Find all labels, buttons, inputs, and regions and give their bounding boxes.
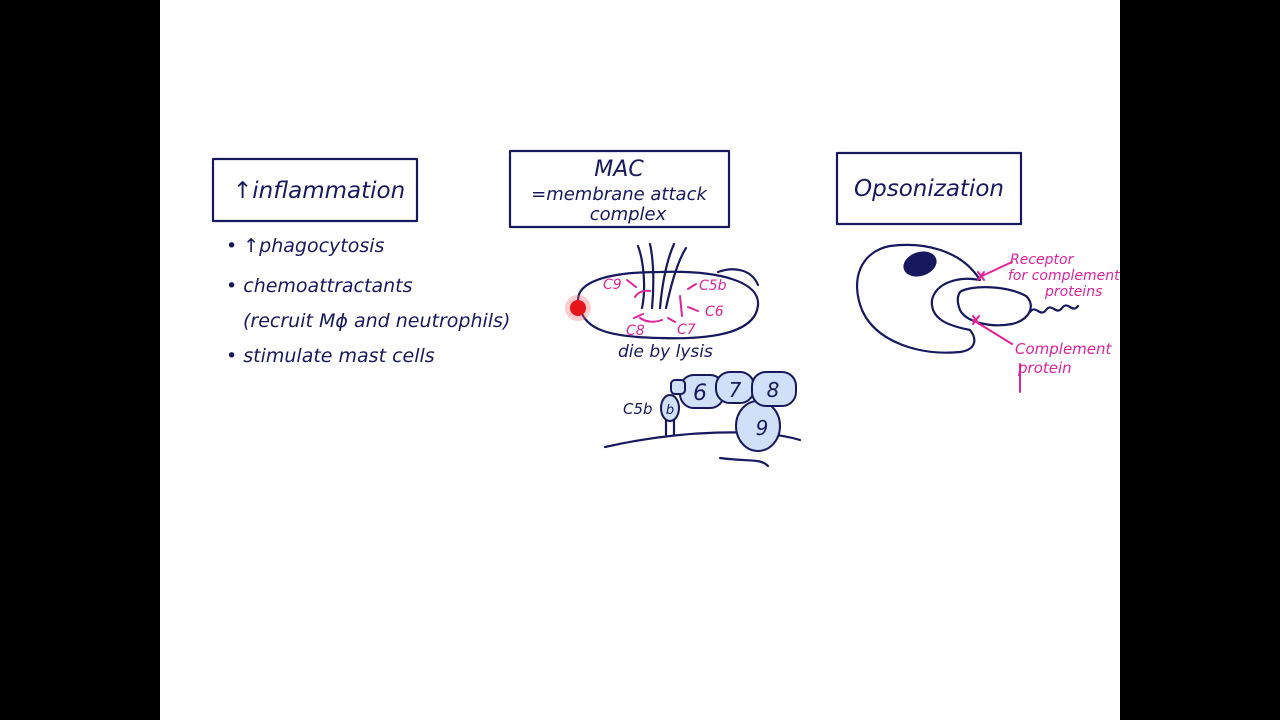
- complex-b-label: b: [666, 403, 674, 418]
- bacterium: [956, 286, 1032, 327]
- mac-pore-line-2: [648, 242, 655, 310]
- mac-title: MAC: [594, 157, 644, 182]
- opsonization-section: Opsonization Receptor for complement pro…: [835, 151, 1120, 393]
- mac-pore-line-3: [658, 242, 676, 310]
- bacterium-flagellum: [1028, 304, 1080, 314]
- complex-c5b-label: C5b: [623, 400, 653, 418]
- mac-pink-arc-top: [634, 289, 651, 298]
- mac-label-c5b: C5b: [699, 278, 727, 294]
- inflammation-section: ↑inflammation • ↑phagocytosis • chemoatt…: [211, 157, 510, 367]
- receptor-label-line3: proteins: [1044, 284, 1102, 300]
- mac-label-c8: C8: [626, 323, 645, 339]
- mac-caption: die by lysis: [618, 342, 713, 362]
- mac-c8-pointer: [633, 313, 644, 319]
- bullet-phagocytosis: • ↑phagocytosis: [226, 235, 385, 257]
- mac-label-c9: C9: [603, 277, 622, 293]
- complex-7-label: 7: [729, 378, 742, 402]
- complex-8-label: 8: [767, 378, 780, 402]
- mac-label-c6: C6: [705, 304, 724, 320]
- whiteboard-drawing: ↑inflammation • ↑phagocytosis • chemoatt…: [211, 149, 1120, 468]
- bullet-recruit: (recruit Mϕ and neutrophils): [243, 310, 510, 332]
- complex-membrane-top: [603, 431, 802, 449]
- bullet-chemoattractants: • chemoattractants: [226, 275, 413, 297]
- mac-subtitle-line2: complex: [590, 204, 667, 225]
- mac-box: [508, 149, 731, 229]
- receptor-mark: [977, 271, 985, 281]
- mac-c6-pointer: [687, 306, 699, 312]
- mac-pink-bar: [679, 295, 683, 317]
- complement-label-line1: Complement: [1015, 340, 1113, 358]
- mac-label-c7: C7: [677, 322, 696, 338]
- mac-pink-arc-bottom: [639, 317, 663, 323]
- complex-small-box: [670, 379, 686, 395]
- opsonization-box: [835, 151, 1023, 226]
- mac-c7-pointer: [667, 317, 676, 323]
- macrophage-nucleus: [903, 251, 937, 277]
- complex-c8-box: [751, 371, 797, 407]
- macrophage-body: [855, 243, 982, 354]
- complex-c5b-blob: [660, 394, 680, 422]
- mac-cell-outline: [577, 270, 760, 340]
- mac-subtitle-line1: =membrane attack: [531, 184, 708, 205]
- receptor-label-line2: for complement: [1008, 268, 1120, 284]
- whiteboard: ↑inflammation • ↑phagocytosis • chemoatt…: [160, 0, 1120, 720]
- laser-pointer-dot: [570, 300, 586, 316]
- complex-membrane-bottom: [718, 456, 770, 468]
- mac-pore-line-4: [664, 246, 688, 310]
- complement-mark: [972, 315, 980, 325]
- complex-6-label: 6: [693, 381, 707, 406]
- inflammation-title: ↑inflammation: [233, 178, 405, 204]
- mac-pore-line-1: [636, 244, 646, 310]
- receptor-pointer: [981, 261, 1013, 277]
- mac-c9-pointer: [626, 279, 637, 288]
- mac-section: MAC =membrane attack complex C9 C5b C6 C…: [508, 149, 802, 468]
- complex-9-label: 9: [756, 416, 769, 440]
- receptor-label-line1: Receptor: [1010, 252, 1075, 268]
- mac-cell-membrane-curl: [716, 268, 760, 287]
- inflammation-box: [211, 157, 419, 223]
- mac-c5b-pointer: [687, 283, 697, 290]
- bullet-mast-cells: • stimulate mast cells: [226, 345, 435, 367]
- complex-anchor: [664, 418, 676, 437]
- complement-label-line2: protein: [1017, 359, 1072, 377]
- opsonization-title: Opsonization: [854, 176, 1004, 202]
